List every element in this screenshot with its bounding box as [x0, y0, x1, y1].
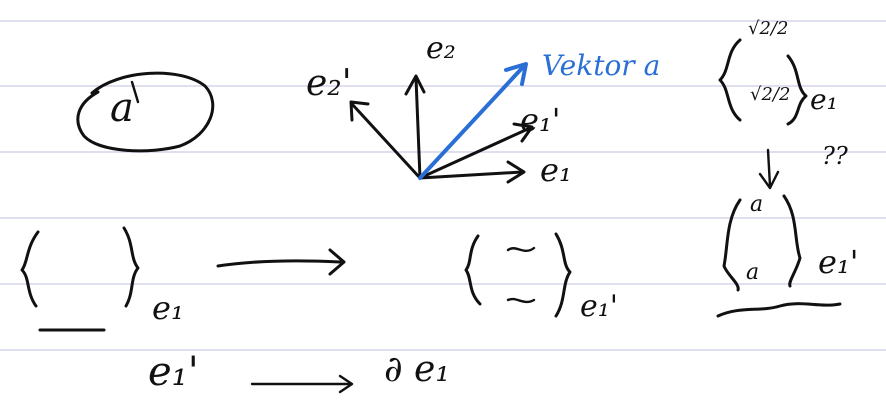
column-a-bottom: a: [746, 260, 760, 285]
axis-e2-prime-label: e₂': [306, 63, 352, 104]
blue-vector-label: Vektor a: [542, 49, 661, 82]
transform-arrow: [216, 259, 342, 268]
axes-drawing: [349, 62, 534, 184]
basis-mid-bracket-label: e₁': [580, 289, 619, 324]
vector-a-label: a: [110, 85, 134, 131]
column-vector-a: [716, 194, 842, 318]
axis-e2-label: e₂: [426, 31, 456, 66]
arrow-over-a: [130, 80, 140, 104]
basis-left-bracket-label: e₁: [152, 289, 184, 327]
e1-label: e₁: [540, 151, 572, 189]
question-mark: ??: [822, 142, 848, 170]
column-bottom-entry: √2/2: [750, 84, 791, 105]
empty-column-vector: [20, 226, 140, 332]
circle-stroke: [76, 71, 215, 153]
column-top-entry: √2/2: [748, 18, 789, 39]
column-a-top: a: [750, 192, 764, 217]
column-vector-sqrt: [718, 38, 808, 190]
bottom-lhs-label: e₁': [148, 349, 199, 395]
basis-right-label: e₁: [810, 83, 838, 116]
ruled-lines: [0, 20, 886, 351]
basis-col2-label: e₁': [818, 243, 859, 281]
e1-prime-label: e₁': [520, 101, 561, 139]
bottom-rhs-label: ∂ e₁: [384, 349, 450, 390]
tilde-column-vector: [464, 232, 572, 318]
